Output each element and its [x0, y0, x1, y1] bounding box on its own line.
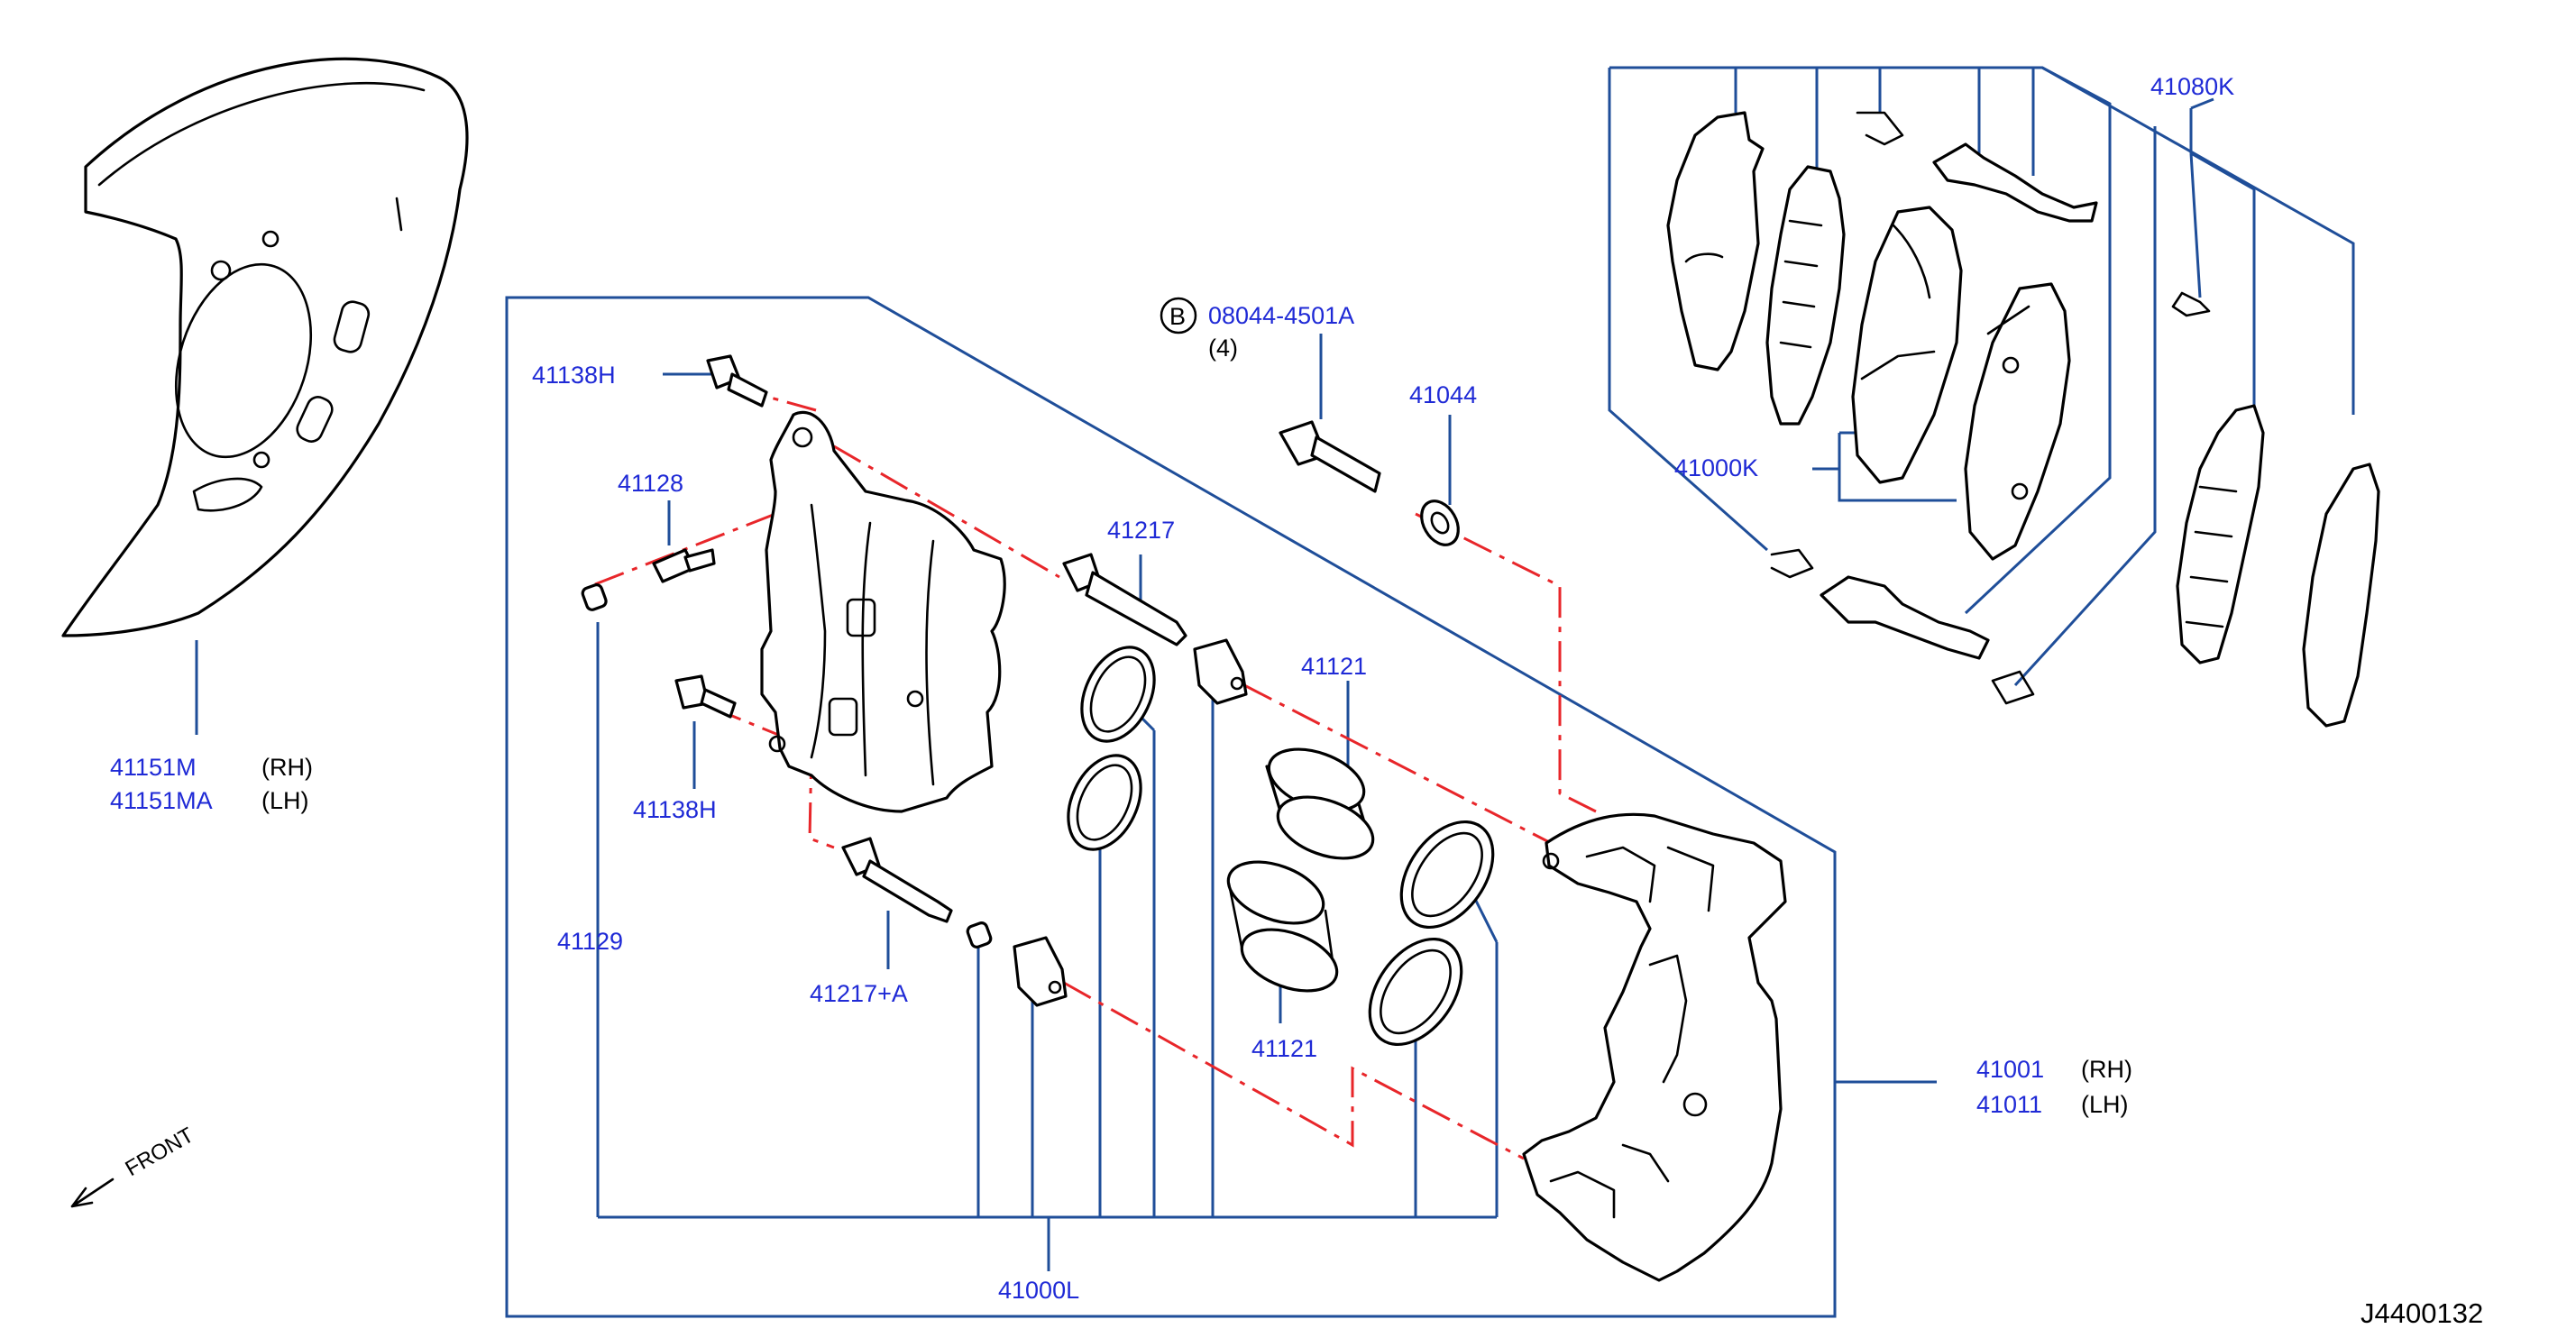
pad-clip-upper	[1856, 111, 2098, 223]
label-41151ma: 41151MA	[110, 787, 213, 814]
pad-clip-lower	[1770, 548, 1990, 660]
label-41138h-bottom: 41138H	[633, 796, 717, 823]
shim-outer-2	[1765, 165, 1846, 426]
label-lh-shield: (LH)	[261, 787, 309, 814]
label-41000l: 41000L	[998, 1277, 1079, 1304]
washer-41044	[1420, 499, 1460, 546]
seal-ring-2	[1067, 754, 1142, 851]
bolt-08044	[1279, 420, 1381, 493]
bleeder-41128	[652, 548, 716, 583]
torque-member-41001	[1522, 812, 1787, 1282]
cap-41129	[581, 583, 608, 611]
label-lh-caliper: (LH)	[2081, 1091, 2129, 1118]
front-arrow	[70, 1178, 115, 1208]
label-rh-shield: (RH)	[261, 754, 313, 781]
label-41044: 41044	[1409, 381, 1477, 408]
spring-clip-right	[1991, 291, 2211, 705]
boot-lower	[1013, 936, 1068, 1007]
assembly-centerlines	[594, 386, 1597, 1160]
bolt-41138h-top	[706, 354, 768, 408]
boot-upper	[1193, 638, 1248, 705]
label-41128: 41128	[618, 470, 683, 497]
label-41217: 41217	[1107, 517, 1175, 544]
caliper-body	[760, 410, 1006, 813]
bolt-symbol: B	[1160, 297, 1197, 334]
seal-ring-3	[1399, 820, 1495, 930]
label-41151m: 41151M	[110, 754, 197, 781]
piston-upper	[1265, 747, 1375, 860]
label-41217a: 41217+A	[810, 980, 908, 1007]
pin-41217	[1062, 553, 1187, 646]
bolt-41138h-bottom	[674, 674, 737, 719]
small-cap-left	[966, 921, 993, 949]
label-41080k: 41080K	[2150, 73, 2234, 100]
label-41000k: 41000K	[1674, 454, 1758, 481]
label-front: FRONT	[122, 1123, 198, 1181]
label-41138h-top: 41138H	[532, 362, 616, 389]
seal-ring-1	[1080, 646, 1156, 743]
seal-ring-4	[1368, 937, 1463, 1047]
bolt-symbol-letter: B	[1169, 303, 1186, 330]
piston-lower	[1226, 860, 1339, 993]
label-41001: 41001	[1976, 1056, 2044, 1083]
label-41011: 41011	[1976, 1091, 2042, 1118]
shim-outer-1	[1666, 111, 1765, 371]
pin-41217a	[841, 837, 953, 923]
brake-pad-inner	[1851, 206, 1963, 484]
shim-right-1	[2176, 404, 2265, 664]
label-41121-top: 41121	[1301, 653, 1367, 680]
brake-pad-outer	[1964, 282, 2071, 561]
label-08044: 08044-4501A	[1208, 302, 1354, 329]
label-ref-code: J4400132	[2361, 1297, 2483, 1329]
label-rh-caliper: (RH)	[2081, 1056, 2132, 1083]
label-41121-bottom: 41121	[1251, 1035, 1317, 1062]
dust-shield	[61, 57, 469, 637]
label-41129: 41129	[557, 928, 623, 955]
leader-lines	[195, 66, 2355, 1318]
shim-right-2	[2302, 463, 2380, 728]
label-qty-4: (4)	[1208, 334, 1238, 362]
labels: 41151M (RH) 41151MA (LH) 41138H 41128 41…	[110, 73, 2483, 1329]
